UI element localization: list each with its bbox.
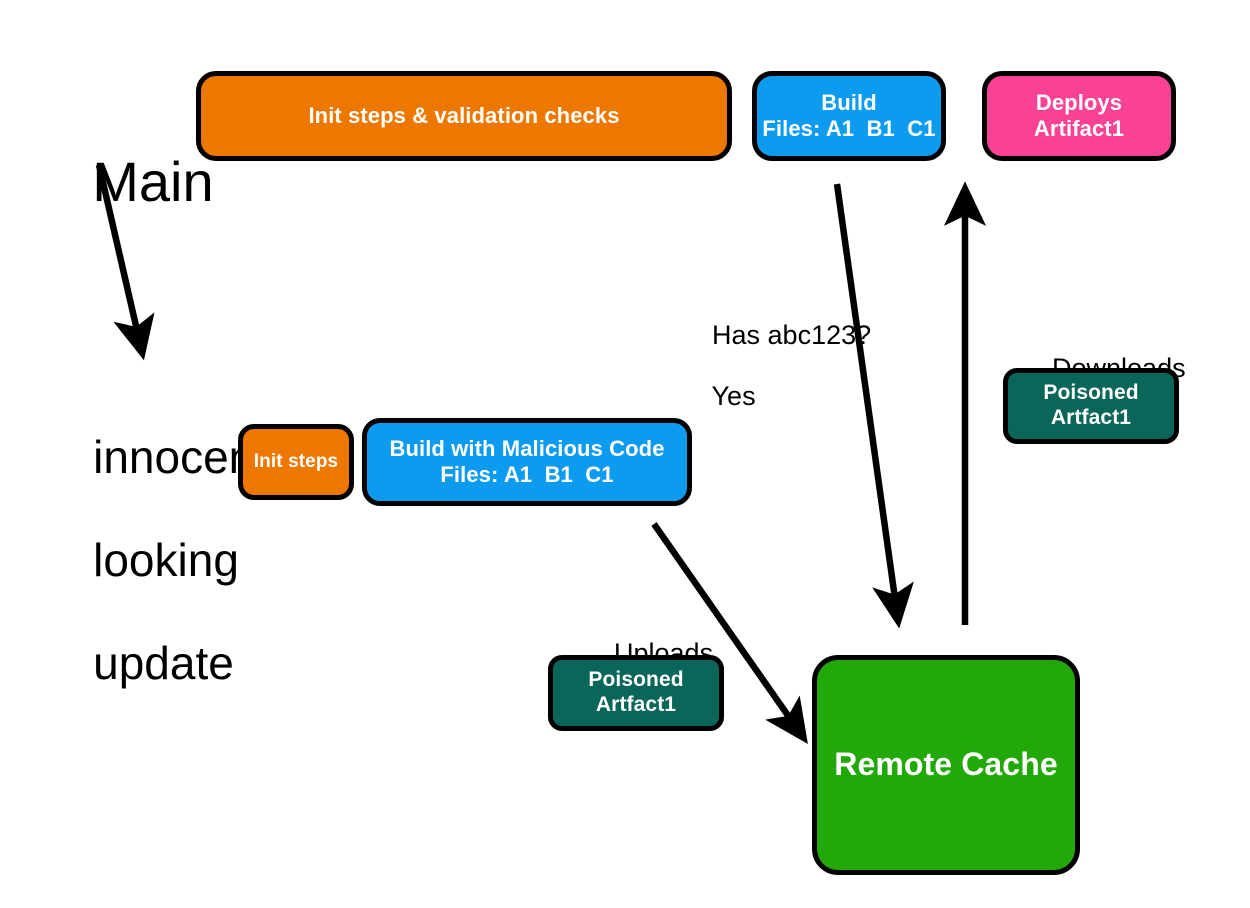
node-deploys-line2: Artifact1 [1033,116,1125,141]
node-poisoned-artifact-download[interactable]: Poisoned Artfact1 [1003,368,1179,444]
node-artifact-upload-line2: Artfact1 [595,693,677,716]
node-build-main[interactable]: Build Files: A1 B1 C1 [752,71,946,161]
node-artifact-download-line2: Artfact1 [1050,406,1132,429]
lane-label-branch-line2: looking [93,533,239,586]
node-artifact-download-line1: Poisoned [1043,381,1139,405]
node-build-main-line2: Files: A1 B1 C1 [762,116,936,141]
lane-label-main-text: Main [92,149,214,213]
node-build-main-line1: Build [821,90,877,116]
node-deploys-artifact[interactable]: Deploys Artifact1 [982,71,1176,161]
node-build-with-malicious-code[interactable]: Build with Malicious Code Files: A1 B1 C… [362,418,692,506]
lane-label-main: Main [30,88,214,276]
node-deploys-line1: Deploys [1035,90,1123,116]
node-remote-cache-label: Remote Cache [834,746,1058,783]
node-remote-cache[interactable]: Remote Cache [812,655,1080,875]
node-build-malicious-line2: Files: A1 B1 C1 [440,462,614,487]
node-init-validate-label: Init steps & validation checks [308,103,620,129]
annotation-cache-query-line1: Has abc123? [712,320,872,351]
node-init-steps-and-validation-checks[interactable]: Init steps & validation checks [196,71,732,161]
node-artifact-upload-line1: Poisoned [588,668,684,692]
node-init-steps-label: Init steps [253,450,339,472]
lane-label-branch: innocent looking update [42,380,267,741]
annotation-cache-query: Has abc123? Yes [682,290,872,441]
lane-label-branch-line3: update [93,636,234,689]
node-poisoned-artifact-upload[interactable]: Poisoned Artfact1 [548,655,724,731]
annotation-cache-query-line2: Yes [711,380,756,411]
node-init-steps[interactable]: Init steps [238,424,354,500]
node-build-malicious-line1: Build with Malicious Code [389,436,665,462]
